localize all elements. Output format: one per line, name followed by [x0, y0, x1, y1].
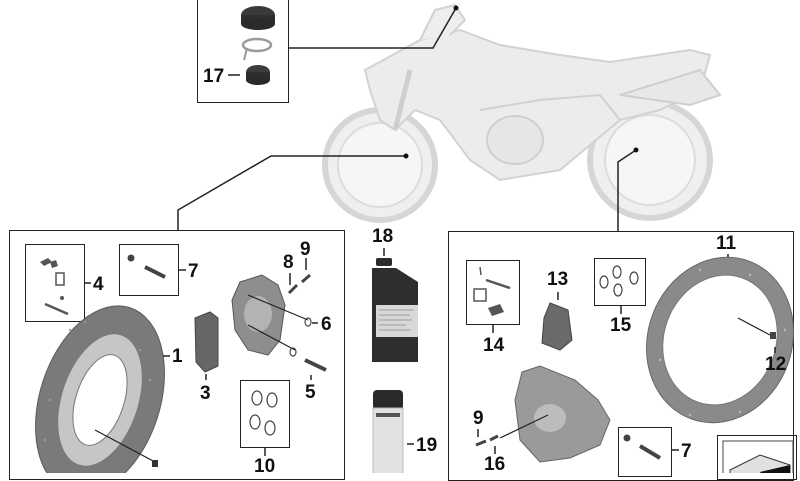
callout-12: 12 — [765, 354, 787, 375]
callout-8: 8 — [283, 252, 294, 273]
callout-5: 5 — [305, 382, 316, 403]
callout-4: 4 — [93, 274, 104, 295]
callout-10: 10 — [254, 456, 276, 477]
callout-9-front: 9 — [300, 239, 311, 260]
callout-3: 3 — [200, 383, 211, 404]
callout-17: 17 — [203, 66, 225, 87]
reservoir-cap-box — [197, 0, 289, 103]
callout-15: 15 — [610, 315, 632, 336]
callout-14: 14 — [483, 335, 505, 356]
callout-11: 11 — [716, 233, 737, 254]
callout-16: 16 — [484, 454, 506, 475]
callout-19: 19 — [416, 435, 438, 456]
front-bleed-valve-box — [119, 244, 179, 296]
front-pad-hardware-box — [25, 244, 85, 322]
callout-13: 13 — [547, 269, 569, 290]
callout-18: 18 — [372, 226, 394, 247]
callout-7-rear: 7 — [681, 441, 692, 462]
callout-1: 1 — [172, 346, 183, 367]
front-seal-kit-box — [240, 380, 290, 448]
callout-6: 6 — [321, 314, 332, 335]
rear-seal-kit-box — [594, 258, 646, 306]
callout-9-rear: 9 — [473, 408, 484, 429]
rear-pad-hardware-box — [466, 260, 520, 325]
callout-7-front: 7 — [188, 261, 199, 282]
